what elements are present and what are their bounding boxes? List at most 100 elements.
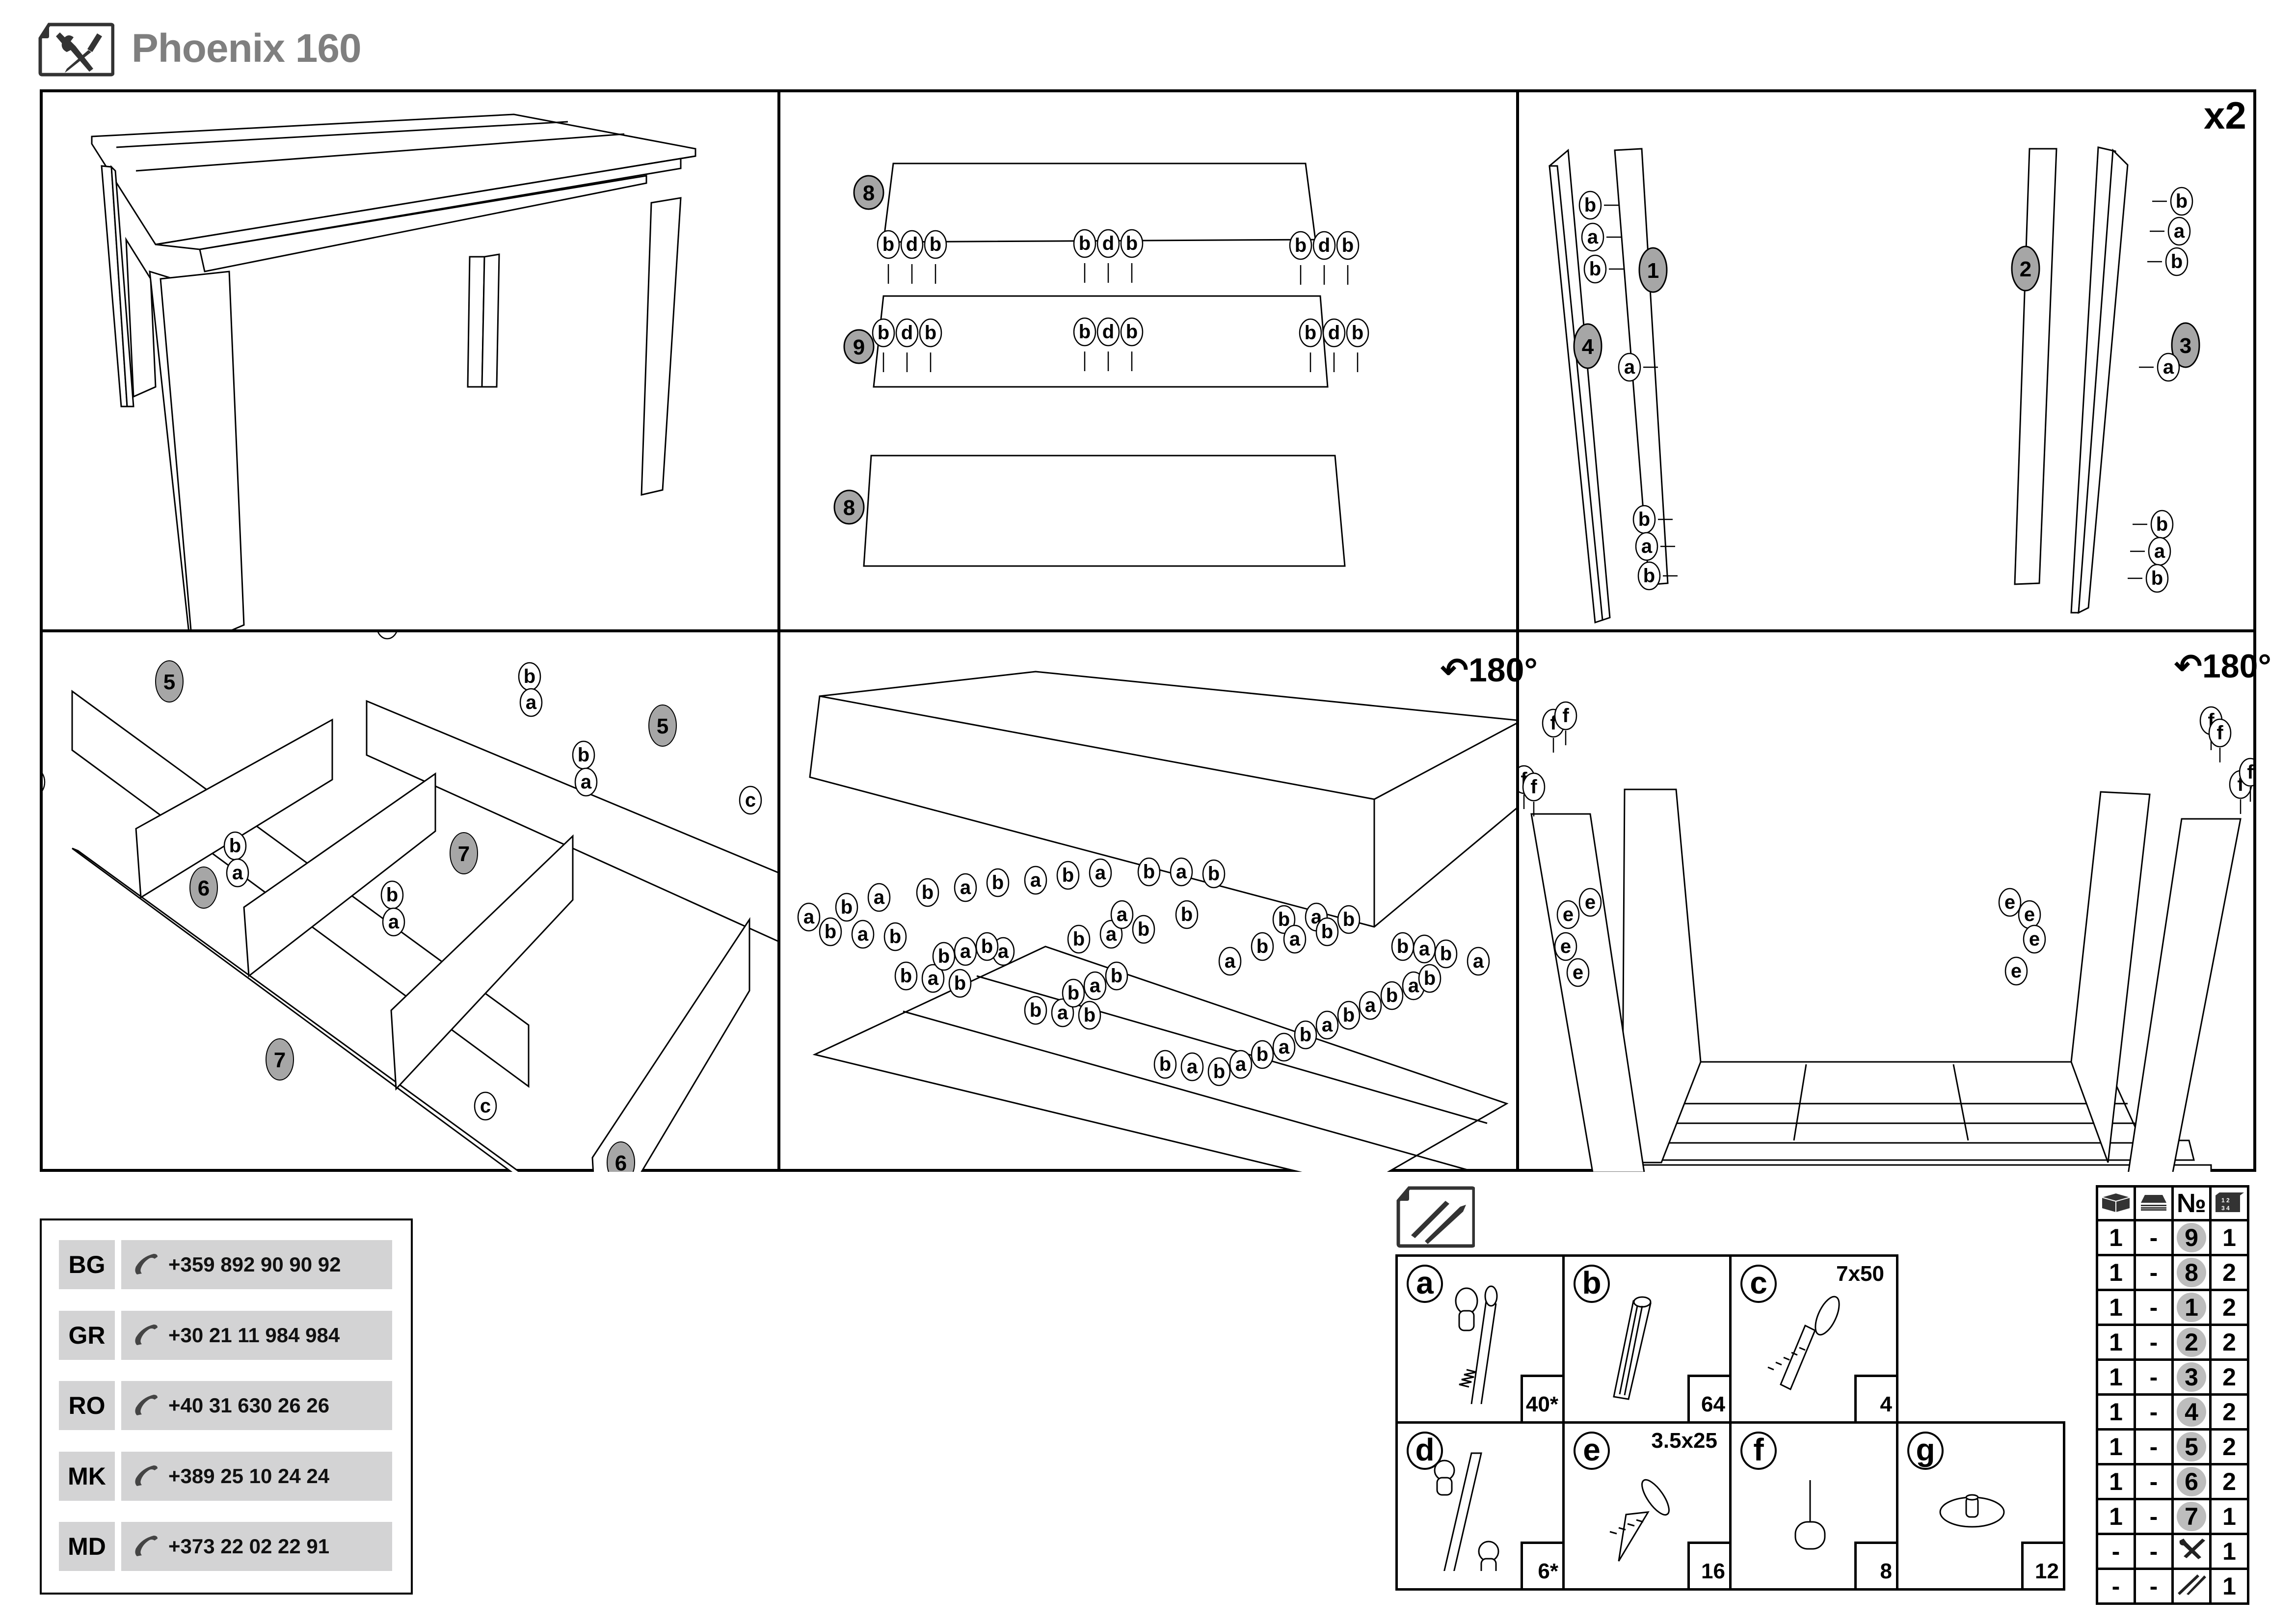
phone-number[interactable]: +389 25 10 24 24 (121, 1452, 392, 1501)
part-badge-9: 9 (843, 329, 875, 364)
fitting-label-a: a (1170, 857, 1193, 887)
phone-number[interactable]: +40 31 630 26 26 (121, 1381, 392, 1430)
svg-text:b: b (1278, 909, 1290, 930)
fitting-label-a: a (1272, 1032, 1296, 1062)
hardware-qty: 6* (1521, 1542, 1565, 1591)
svg-text:a: a (1095, 862, 1106, 884)
fitting-label-b: b (1632, 505, 1673, 534)
svg-text:a: a (857, 923, 869, 945)
fitting-label-e: e (2023, 924, 2046, 954)
box-count: 1 (2096, 1289, 2136, 1326)
cam-bolt-connector-icon (1455, 1285, 1498, 1404)
svg-text:a: a (1030, 869, 1041, 891)
fitting-label-a: a (851, 920, 875, 949)
fitting-label-b: b (1391, 932, 1415, 961)
part-badge-5: 5 (648, 704, 677, 747)
stack-count: - (2134, 1219, 2174, 1256)
svg-text:a: a (928, 968, 939, 989)
fitting-label-d: d (1312, 231, 1336, 285)
fitting-label-f: f (1554, 701, 1577, 745)
svg-text:5: 5 (657, 714, 668, 738)
svg-text:a: a (1187, 1056, 1198, 1078)
svg-text:a: a (526, 692, 537, 713)
svg-text:b: b (1126, 233, 1138, 254)
box-count: 1 (2096, 1498, 2136, 1535)
box-count: 1 (2096, 1393, 2136, 1431)
phone-number[interactable]: +373 22 02 22 91 (121, 1522, 392, 1571)
svg-text:e: e (1585, 892, 1596, 913)
svg-text:b: b (900, 965, 912, 987)
part-number: 3 (2171, 1358, 2212, 1396)
svg-text:d: d (906, 234, 918, 255)
svg-text:e: e (2024, 904, 2035, 925)
part-qty: 2 (2209, 1393, 2249, 1431)
svg-text:b: b (386, 884, 398, 906)
part-qty: 2 (2209, 1428, 2249, 1465)
fitting-label-e: e (1554, 932, 1577, 961)
svg-text:a: a (1587, 226, 1599, 248)
stack-icon (2134, 1185, 2174, 1221)
svg-text:a: a (1279, 1036, 1290, 1058)
svg-text:b: b (1079, 233, 1091, 254)
part-badge-6: 6 (189, 866, 218, 909)
phone-number[interactable]: +359 892 90 90 92 (121, 1240, 392, 1289)
fitting-label-a: a (1359, 991, 1382, 1020)
fitting-label-b: b (1315, 917, 1339, 947)
svg-text:d: d (1102, 321, 1114, 343)
stack-count: - (2134, 1289, 2174, 1326)
fitting-label-b: b (2128, 564, 2169, 593)
part-number: 8 (2171, 1254, 2212, 1291)
parts-row: --1 (2096, 1533, 2249, 1570)
svg-text:a: a (388, 911, 400, 933)
fitting-label-f: f (2208, 718, 2232, 762)
svg-text:b: b (841, 896, 853, 918)
svg-text:b: b (578, 744, 589, 766)
fitting-label-b: b (1137, 857, 1161, 887)
fitting-label-b: b (1120, 229, 1144, 283)
country-code: MD (59, 1522, 115, 1571)
fitting-label-b: b (1153, 1050, 1177, 1079)
stack-count: - (2134, 1358, 2174, 1396)
fitting-label-f: f (1522, 772, 1546, 816)
number-header: № (2171, 1185, 2212, 1221)
fitting-label-a: a (1051, 998, 1074, 1028)
svg-text:1 2: 1 2 (2221, 1197, 2230, 1204)
svg-text:d: d (1102, 233, 1114, 254)
phone-number[interactable]: +30 21 11 984 984 (121, 1311, 392, 1360)
fitting-label-b: b (948, 969, 972, 998)
fitting-label-a: a (2150, 217, 2191, 246)
page-title: Phoenix 160 (132, 26, 362, 71)
part-number: 9 (2171, 1219, 2212, 1256)
fitting-label-b: b (1336, 231, 1360, 285)
part-qty: 2 (2209, 1254, 2249, 1291)
hardware-size: 7x50 (1836, 1262, 1884, 1286)
fitting-label-b: b (975, 932, 999, 961)
fitting-label-a: a (1180, 1052, 1204, 1082)
hardware-letter: a (1407, 1265, 1443, 1303)
fitting-label-b: b (1583, 254, 1624, 284)
grid-divider (40, 629, 2256, 632)
svg-text:6: 6 (198, 876, 210, 900)
svg-text:b: b (1343, 1004, 1355, 1026)
fitting-label-c: c (43, 773, 46, 791)
svg-text:a: a (232, 862, 243, 884)
country-code: GR (59, 1311, 115, 1360)
svg-text:e: e (2011, 960, 2022, 982)
fitting-label-b: b (1637, 561, 1678, 591)
hardware-letter: e (1574, 1432, 1610, 1470)
svg-text:a: a (1106, 923, 1117, 945)
svg-text:b: b (1143, 861, 1155, 883)
fitting-label-e: e (2018, 900, 2041, 929)
part-qty: 2 (2209, 1324, 2249, 1361)
svg-text:b: b (981, 936, 993, 957)
svg-text:a: a (1176, 861, 1187, 883)
country-code: RO (59, 1381, 115, 1430)
fitting-label-b: b (835, 893, 858, 922)
fitting-label-e: e (2004, 956, 2028, 986)
